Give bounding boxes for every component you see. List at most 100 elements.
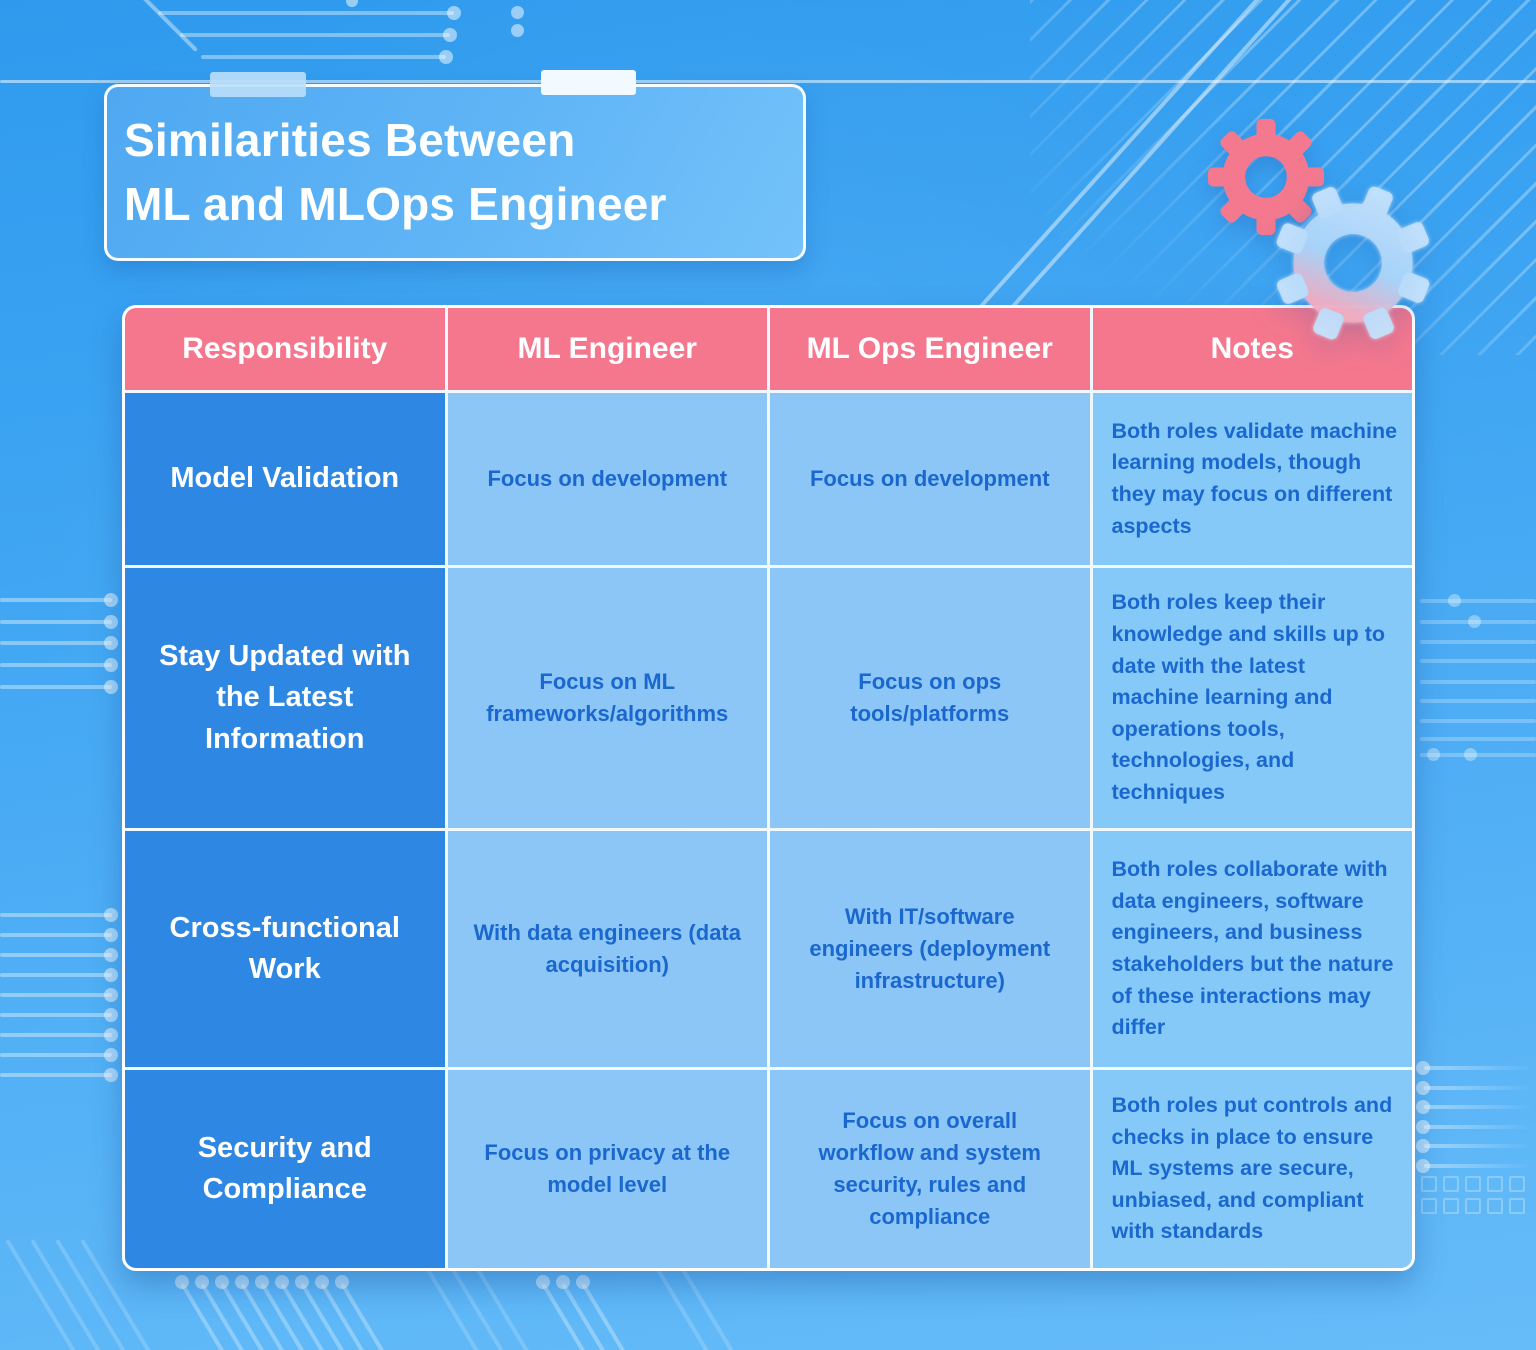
row-label-cross-functional-work: Cross-functional Work [125, 831, 445, 1067]
circuit-line [180, 33, 450, 37]
circuit-line [1424, 1144, 1534, 1148]
row-label-stay-updated: Stay Updated with the Latest Information [125, 568, 445, 828]
circuit-dot [1416, 1100, 1430, 1114]
circuit-dot [511, 24, 524, 37]
circuit-dot [104, 948, 118, 962]
cell-notes: Both roles collaborate with data enginee… [1092, 831, 1412, 1067]
diagonal-line [581, 1282, 644, 1350]
circuit-line [0, 1033, 112, 1037]
row-label-model-validation: Model Validation [125, 393, 445, 565]
circuit-dot [1468, 615, 1481, 628]
cell-ml-engineer: Focus on ML frameworks/algorithms [447, 568, 767, 828]
circuit-line [1424, 1086, 1534, 1090]
circuit-dot [175, 1275, 189, 1289]
circuit-dot [556, 1275, 570, 1289]
circuit-dot [104, 1068, 118, 1082]
circuit-line [1420, 737, 1536, 741]
circuit-dot [104, 968, 118, 982]
circuit-line [0, 685, 112, 689]
circuit-dot [315, 1275, 329, 1289]
circuit-line [1420, 620, 1536, 624]
circuit-line [1424, 1125, 1534, 1129]
circuit-line [201, 55, 446, 59]
circuit-square [1509, 1176, 1525, 1192]
cell-ml-engineer: Focus on privacy at the model level [447, 1070, 767, 1268]
circuit-line [1420, 640, 1536, 644]
circuit-line [0, 913, 112, 917]
column-header-ml-engineer: ML Engineer [447, 308, 767, 390]
cell-mlops-engineer: Focus on overall workflow and system sec… [770, 1070, 1090, 1268]
circuit-dot [576, 1275, 590, 1289]
column-header-mlops-engineer: ML Ops Engineer [770, 308, 1090, 390]
circuit-dot [104, 680, 118, 694]
circuit-line [0, 953, 112, 957]
circuit-dot [275, 1275, 289, 1289]
circuit-square [1465, 1198, 1481, 1214]
circuit-line [0, 620, 112, 624]
circuit-dot [1416, 1139, 1430, 1153]
circuit-line [1420, 659, 1536, 663]
circuit-dot [511, 6, 524, 19]
circuit-dot [447, 6, 461, 20]
title-line-1: Similarities Between [124, 114, 576, 167]
cell-notes: Both roles put controls and checks in pl… [1092, 1070, 1412, 1268]
circuit-square [1487, 1198, 1503, 1214]
circuit-line [0, 641, 112, 645]
circuit-dot [346, 0, 358, 7]
circuit-dot [439, 50, 453, 64]
circuit-line [1420, 599, 1536, 603]
circuit-line [0, 993, 112, 997]
circuit-dot [1464, 748, 1477, 761]
circuit-line [0, 663, 112, 667]
cell-mlops-engineer: With IT/software engineers (deployment i… [770, 831, 1090, 1067]
circuit-dot [1416, 1081, 1430, 1095]
circuit-dot [1416, 1120, 1430, 1134]
circuit-line [1420, 680, 1536, 684]
circuit-dot [104, 658, 118, 672]
circuit-dot [443, 28, 457, 42]
circuit-square [1421, 1198, 1437, 1214]
circuit-dot [104, 908, 118, 922]
title-tab-decoration [210, 72, 306, 97]
circuit-dot [104, 1028, 118, 1042]
circuit-dot [536, 1275, 550, 1289]
circuit-dot [215, 1275, 229, 1289]
circuit-line [0, 1053, 112, 1057]
circuit-dot [195, 1275, 209, 1289]
circuit-line [1424, 1164, 1534, 1168]
circuit-square [1465, 1176, 1481, 1192]
circuit-dot [104, 988, 118, 1002]
circuit-line [1420, 753, 1536, 757]
circuit-dot [1448, 594, 1461, 607]
circuit-dot [335, 1275, 349, 1289]
circuit-line [0, 933, 112, 937]
circuit-square [1509, 1198, 1525, 1214]
circuit-dot [104, 593, 118, 607]
circuit-line [0, 1073, 112, 1077]
cell-ml-engineer: Focus on development [447, 393, 767, 565]
circuit-dot [1416, 1159, 1430, 1173]
cell-notes: Both roles keep their knowledge and skil… [1092, 568, 1412, 828]
circuit-dot [1427, 748, 1440, 761]
gear-icon [1207, 118, 1325, 236]
circuit-dot [104, 1008, 118, 1022]
diagonal-line [475, 1266, 541, 1350]
circuit-line [1420, 719, 1536, 723]
circuit-dot [104, 636, 118, 650]
circuit-line [158, 11, 454, 15]
circuit-dot [104, 928, 118, 942]
page-title: Similarities Between ML and MLOps Engine… [124, 109, 667, 235]
circuit-line [0, 598, 112, 602]
gear-icon [1276, 186, 1430, 340]
circuit-dot [295, 1275, 309, 1289]
circuit-line [0, 973, 112, 977]
circuit-square [1487, 1176, 1503, 1192]
circuit-dot [255, 1275, 269, 1289]
diagonal-line [680, 1266, 746, 1350]
circuit-line [1424, 1105, 1534, 1109]
title-box: Similarities Between ML and MLOps Engine… [104, 84, 806, 261]
cell-ml-engineer: With data engineers (data acquisition) [447, 831, 767, 1067]
circuit-dot [1416, 1061, 1430, 1075]
circuit-line [138, 0, 198, 52]
